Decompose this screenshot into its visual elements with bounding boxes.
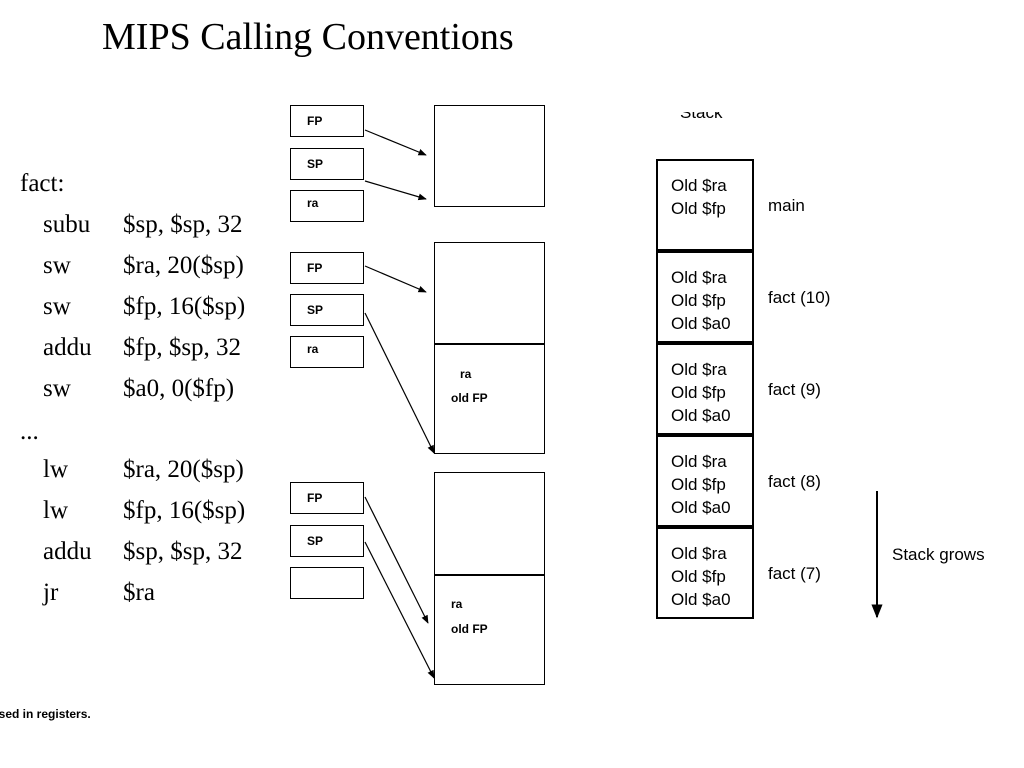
stack-frame-name: fact (10)	[768, 288, 831, 307]
register-label: FP	[307, 261, 323, 275]
stack-header: Stack	[680, 112, 723, 128]
stack-frame-box	[434, 344, 545, 454]
saved-fp: Old $fp	[671, 291, 726, 310]
saved-ra: Old $ra	[671, 268, 727, 287]
stack-cell-main: Old $ra Old $fp	[656, 159, 754, 251]
stack-cell-fact-8: Old $ra Old $fp Old $a0	[656, 435, 754, 527]
stack-frame-name: fact (9)	[768, 380, 821, 399]
code-ellipsis: ...	[20, 418, 39, 445]
code-op: addu	[43, 334, 92, 361]
register-box-fp: FP	[290, 105, 364, 137]
frame-label-ra: ra	[451, 597, 463, 611]
stack-cell-fact-9: Old $ra Old $fp Old $a0	[656, 343, 754, 435]
register-label: ra	[307, 196, 319, 210]
code-op: addu	[43, 538, 92, 565]
code-op: sw	[43, 375, 71, 402]
stack-cell-fact-10: Old $ra Old $fp Old $a0	[656, 251, 754, 343]
fp-pointer-arrow	[364, 265, 427, 293]
frame-label-ra: ra	[460, 367, 472, 381]
code-op: sw	[43, 252, 71, 279]
stack-cell-fact-7: Old $ra Old $fp Old $a0	[656, 527, 754, 619]
code-args: $fp, 16($sp)	[123, 497, 246, 524]
code-op: lw	[43, 497, 68, 524]
function-label: fact:	[20, 170, 65, 197]
stack-frame-name: main	[768, 196, 805, 215]
stack-frame-box	[434, 105, 545, 207]
stack-frame-box	[434, 242, 545, 344]
stack-frame-box	[434, 575, 545, 685]
code-args: $ra, 20($sp)	[123, 252, 244, 279]
page-title: MIPS Calling Conventions	[102, 16, 514, 58]
register-label: SP	[307, 303, 324, 317]
code-args: $sp, $sp, 32	[123, 211, 243, 238]
code-args: $sp, $sp, 32	[123, 538, 243, 565]
code-op: jr	[43, 579, 59, 606]
saved-a0: Old $a0	[671, 406, 731, 425]
code-op: sw	[43, 293, 71, 320]
saved-ra: Old $ra	[671, 544, 727, 563]
footnote: ssed in registers.	[0, 707, 91, 721]
sp-pointer-arrow	[364, 541, 435, 679]
saved-ra: Old $ra	[671, 176, 727, 195]
code-op: lw	[43, 456, 68, 483]
code-op: subu	[43, 211, 91, 238]
fp-pointer-arrow	[364, 496, 429, 624]
saved-fp: Old $fp	[671, 199, 726, 218]
register-box-ra: ra	[290, 190, 364, 222]
register-box-fp: FP	[290, 482, 364, 514]
stack-cell-contents: Old $ra Old $fp Old $a0	[671, 266, 731, 335]
stack-cell-contents: Old $ra Old $fp Old $a0	[671, 358, 731, 427]
saved-a0: Old $a0	[671, 314, 731, 333]
sp-pointer-arrow	[364, 312, 435, 454]
sp-pointer-arrow	[364, 180, 427, 201]
stack-frame-box	[434, 472, 545, 575]
code-args: $ra, 20($sp)	[123, 456, 244, 483]
saved-a0: Old $a0	[671, 498, 731, 517]
stack-cell-contents: Old $ra Old $fp Old $a0	[671, 450, 731, 519]
saved-fp: Old $fp	[671, 567, 726, 586]
register-label: SP	[307, 157, 324, 171]
register-label: FP	[307, 491, 323, 505]
stack-frame-name: fact (7)	[768, 564, 821, 583]
stack-header-text: Stack	[680, 112, 723, 122]
fp-pointer-arrow	[364, 129, 427, 156]
frame-label-old-fp: old FP	[451, 391, 488, 405]
frame-label-old-fp: old FP	[451, 622, 488, 636]
register-label: FP	[307, 114, 323, 128]
saved-ra: Old $ra	[671, 360, 727, 379]
code-args: $fp, 16($sp)	[123, 293, 246, 320]
register-box-ra: ra	[290, 336, 364, 368]
register-box-empty	[290, 567, 364, 599]
code-args: $ra	[123, 579, 155, 606]
register-box-sp: SP	[290, 525, 364, 557]
saved-fp: Old $fp	[671, 383, 726, 402]
saved-ra: Old $ra	[671, 452, 727, 471]
register-box-sp: SP	[290, 294, 364, 326]
stack-grows-label: Stack grows	[892, 545, 985, 564]
register-label: SP	[307, 534, 324, 548]
register-label: ra	[307, 342, 319, 356]
stack-cell-contents: Old $ra Old $fp Old $a0	[671, 542, 731, 611]
register-box-sp: SP	[290, 148, 364, 180]
code-args: $a0, 0($fp)	[123, 375, 235, 402]
saved-fp: Old $fp	[671, 475, 726, 494]
saved-a0: Old $a0	[671, 590, 731, 609]
code-args: $fp, $sp, 32	[123, 334, 242, 361]
stack-frame-name: fact (8)	[768, 472, 821, 491]
stack-cell-contents: Old $ra Old $fp	[671, 174, 727, 220]
register-box-fp: FP	[290, 252, 364, 284]
